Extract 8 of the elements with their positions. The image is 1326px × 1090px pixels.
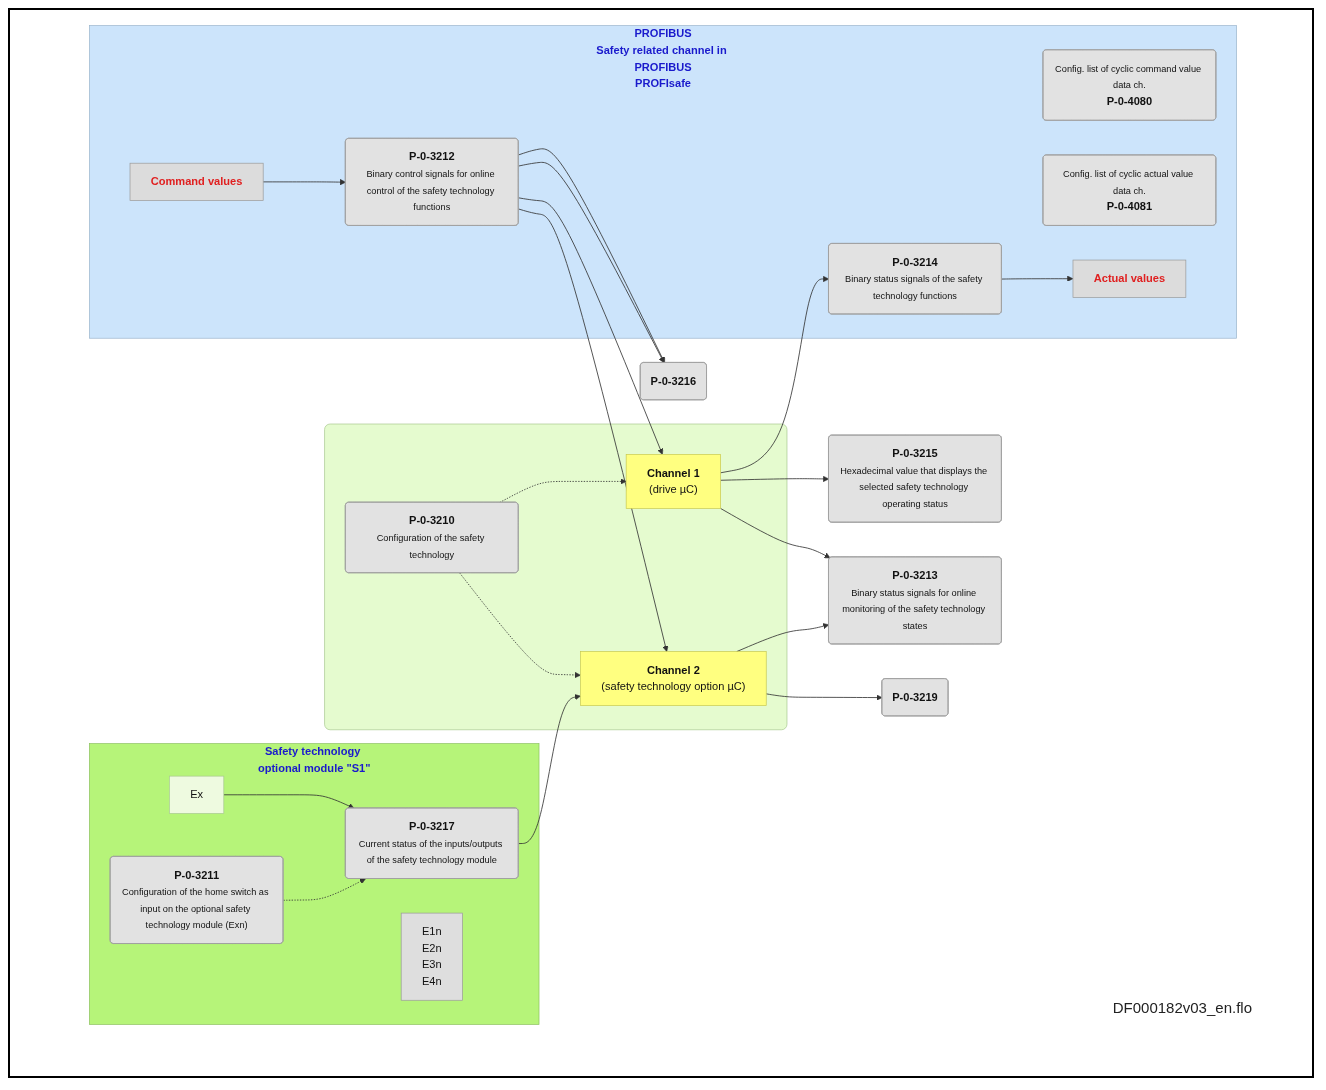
- node-box: Ex: [169, 775, 225, 814]
- node-box: Actual values: [1072, 259, 1187, 298]
- node-box: Channel 1 (drive µC): [625, 454, 721, 509]
- node-box: E1n E2n E3n E4n: [400, 912, 463, 1001]
- cluster: [324, 423, 788, 731]
- node-box: Channel 2 (safety technology option µC): [580, 651, 767, 706]
- file-name-label: DF000182v03_en.flo: [1112, 999, 1252, 1016]
- node-box: Command values: [129, 162, 264, 201]
